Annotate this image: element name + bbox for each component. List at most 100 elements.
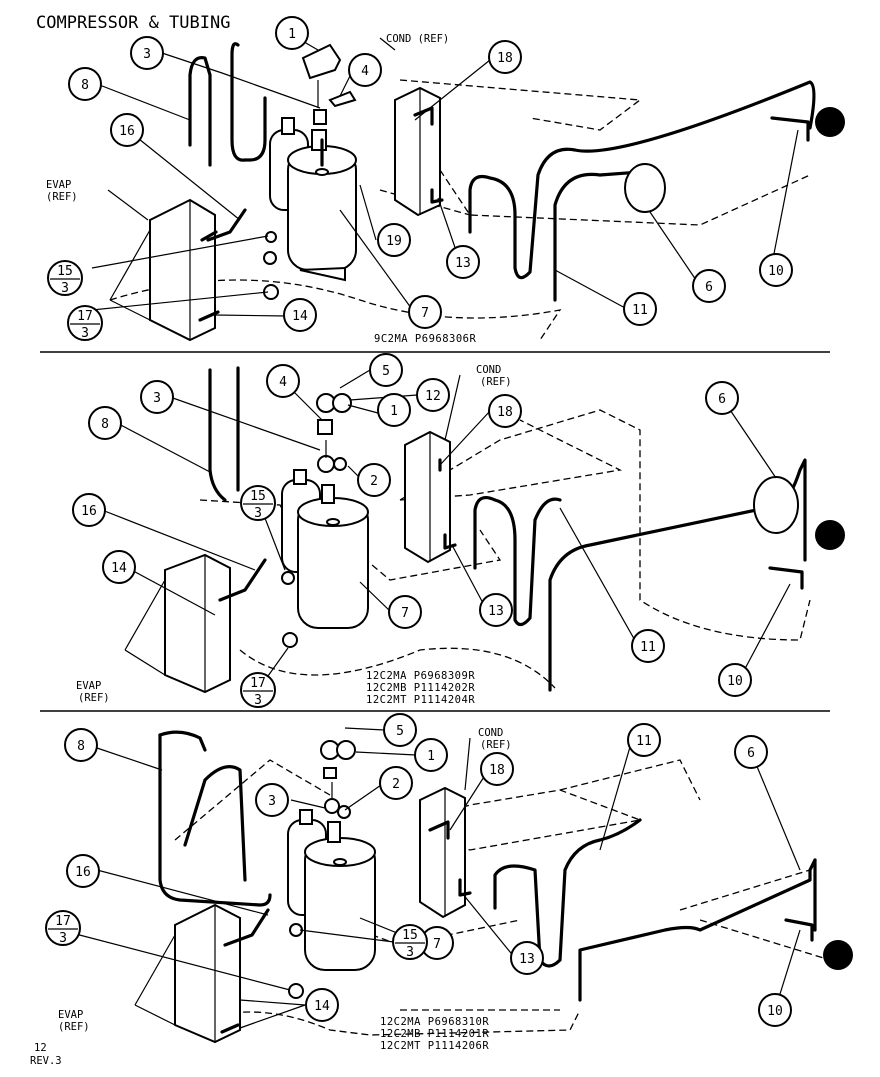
callout-8: 8 xyxy=(68,67,102,101)
callout-18: 18 xyxy=(488,394,522,428)
callout-15-3: 153 xyxy=(240,485,276,521)
svg-text:4: 4 xyxy=(361,64,369,79)
svg-text:17: 17 xyxy=(250,676,266,691)
callout-2: 2 xyxy=(379,766,413,800)
model-number: 12C2MA P6968309R xyxy=(366,670,475,682)
model-number: 12C2MB P1114202R xyxy=(366,682,475,694)
callout-2: 2 xyxy=(357,463,391,497)
svg-text:5: 5 xyxy=(396,724,404,739)
callout-11: 11 xyxy=(623,292,657,326)
evap-ref-label: (REF) xyxy=(78,692,110,704)
svg-text:15: 15 xyxy=(402,928,418,943)
callout-18: 18 xyxy=(480,752,514,786)
svg-text:10: 10 xyxy=(768,264,784,279)
svg-text:7: 7 xyxy=(421,306,429,321)
svg-text:16: 16 xyxy=(119,124,135,139)
svg-text:11: 11 xyxy=(640,640,656,655)
svg-text:8: 8 xyxy=(77,739,85,754)
callout-3: 3 xyxy=(140,380,174,414)
svg-text:1: 1 xyxy=(427,749,435,764)
svg-text:3: 3 xyxy=(268,794,276,809)
svg-text:8: 8 xyxy=(101,417,109,432)
callout-14: 14 xyxy=(305,988,339,1022)
diagram-title: COMPRESSOR & TUBING xyxy=(36,13,230,33)
callout-16: 16 xyxy=(72,493,106,527)
callout-16: 16 xyxy=(66,854,100,888)
callout-10: 10 xyxy=(718,663,752,697)
svg-text:16: 16 xyxy=(75,865,91,880)
callout-12: 12 xyxy=(416,378,450,412)
evap-ref-label: EVAP xyxy=(46,179,71,191)
svg-text:13: 13 xyxy=(488,604,504,619)
callout-6: 6 xyxy=(692,269,726,303)
svg-text:11: 11 xyxy=(632,303,648,318)
model-number: 12C2MT P1114206R xyxy=(380,1040,489,1052)
cond-ref-label: (REF) xyxy=(480,376,512,388)
svg-text:16: 16 xyxy=(81,504,97,519)
model-number: 12C2MB P1114201R xyxy=(380,1028,489,1040)
callout-6: 6 xyxy=(705,381,739,415)
svg-text:3: 3 xyxy=(61,281,69,296)
callout-14: 14 xyxy=(102,550,136,584)
panel-bottom: COND (REF) EVAP (REF) 12C2MA P6968310R 1… xyxy=(45,713,853,1052)
svg-text:15: 15 xyxy=(250,489,266,504)
callout-17-3: 173 xyxy=(67,305,103,341)
svg-text:2: 2 xyxy=(370,474,378,489)
svg-text:12: 12 xyxy=(425,389,441,404)
callout-15-3: 153 xyxy=(392,924,428,960)
model-number: 12C2MT P1114204R xyxy=(366,694,475,706)
callout-7: 7 xyxy=(408,295,442,329)
svg-text:13: 13 xyxy=(519,952,535,967)
model-number: 9C2MA P6968306R xyxy=(374,333,477,345)
callout-1: 1 xyxy=(275,16,309,50)
callout-19: 19 xyxy=(377,223,411,257)
svg-text:3: 3 xyxy=(254,506,262,521)
svg-text:13: 13 xyxy=(455,256,471,271)
callout-8: 8 xyxy=(64,728,98,762)
svg-text:14: 14 xyxy=(292,309,308,324)
svg-text:3: 3 xyxy=(254,693,262,708)
svg-text:14: 14 xyxy=(111,561,127,576)
evap-ref-label: EVAP xyxy=(58,1009,83,1021)
callout-10: 10 xyxy=(758,993,792,1027)
callout-4: 4 xyxy=(348,53,382,87)
svg-text:15: 15 xyxy=(57,264,73,279)
svg-text:10: 10 xyxy=(767,1004,783,1019)
svg-text:3: 3 xyxy=(81,326,89,341)
svg-text:6: 6 xyxy=(705,280,713,295)
panel-top: COND (REF) EVAP (REF) 9C2MA P6968306R 1 … xyxy=(46,16,845,345)
callout-1: 1 xyxy=(377,393,411,427)
svg-text:3: 3 xyxy=(406,945,414,960)
callout-13: 13 xyxy=(446,245,480,279)
evap-ref-label: EVAP xyxy=(76,680,101,692)
svg-text:2: 2 xyxy=(392,777,400,792)
svg-text:11: 11 xyxy=(636,734,652,749)
evap-ref-label: (REF) xyxy=(58,1021,90,1033)
svg-text:10: 10 xyxy=(727,674,743,689)
svg-text:6: 6 xyxy=(747,746,755,761)
callout-5: 5 xyxy=(369,353,403,387)
svg-text:3: 3 xyxy=(59,931,67,946)
callout-3: 3 xyxy=(130,36,164,70)
model-number: 12C2MA P6968310R xyxy=(380,1016,489,1028)
svg-text:5: 5 xyxy=(382,364,390,379)
svg-text:18: 18 xyxy=(497,405,513,420)
callout-17-3: 173 xyxy=(240,672,276,708)
svg-text:19: 19 xyxy=(386,234,402,249)
svg-text:7: 7 xyxy=(433,937,441,952)
svg-text:4: 4 xyxy=(279,375,287,390)
cond-ref-label: COND xyxy=(478,727,503,739)
cond-ref-label: COND xyxy=(476,364,501,376)
callout-14: 14 xyxy=(283,298,317,332)
svg-text:3: 3 xyxy=(153,391,161,406)
callout-7: 7 xyxy=(388,595,422,629)
svg-text:1: 1 xyxy=(288,27,296,42)
svg-text:1: 1 xyxy=(390,404,398,419)
callout-11: 11 xyxy=(631,629,665,663)
callout-8: 8 xyxy=(88,406,122,440)
svg-text:18: 18 xyxy=(497,51,513,66)
svg-text:6: 6 xyxy=(718,392,726,407)
callout-13: 13 xyxy=(479,593,513,627)
callout-10: 10 xyxy=(759,253,793,287)
